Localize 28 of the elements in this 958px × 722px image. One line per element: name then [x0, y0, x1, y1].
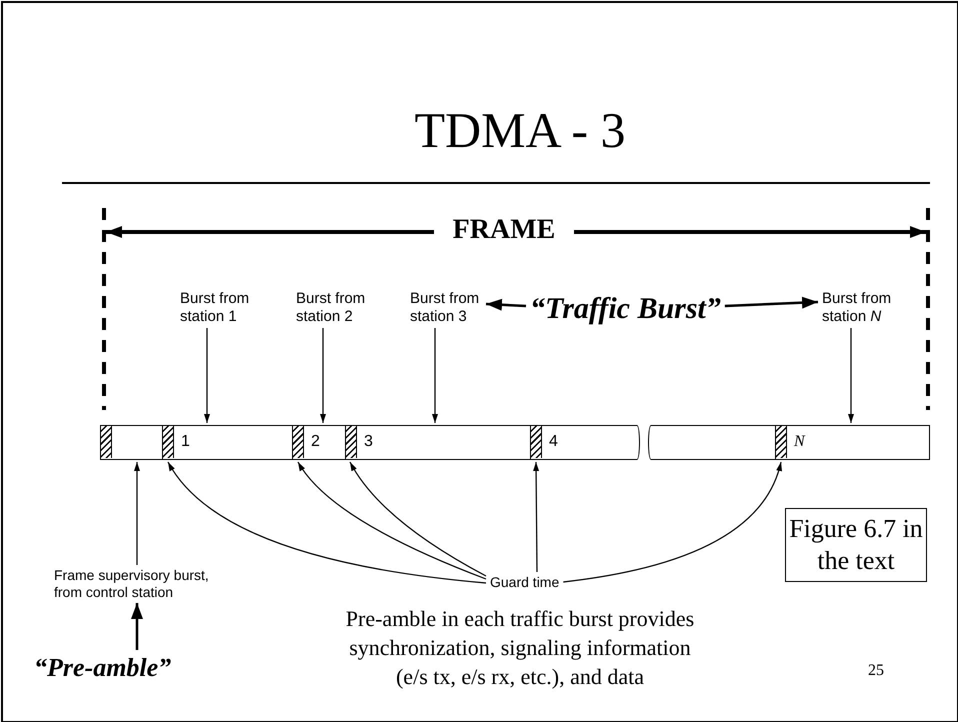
arrow: [168, 462, 486, 584]
caption-text: Pre-amble in each traffic burst provides synchronization, signaling information (e/s tx, e/s rx, etc.), and data: [344, 605, 696, 691]
burst-slot: [530, 425, 640, 460]
arrow: [724, 296, 818, 309]
burst-slot: [345, 425, 531, 460]
arrow: [204, 328, 210, 423]
slot-number: 2: [311, 433, 320, 451]
burst-slot: [775, 425, 930, 460]
arrow: [563, 462, 782, 583]
burst-slot: [292, 425, 346, 460]
dimension-label: FRAME: [452, 214, 556, 246]
slide-title: TDMA - 3: [413, 101, 627, 160]
slot-number: 3: [364, 433, 373, 451]
arrow: [848, 328, 854, 423]
arrow: [432, 328, 438, 423]
slot-number: 4: [549, 433, 558, 451]
arrow: [320, 328, 326, 423]
arrow: [134, 462, 140, 565]
arrow: [349, 462, 486, 577]
arrow: [131, 603, 143, 650]
arrow: [298, 462, 486, 580]
arrow: [486, 298, 526, 311]
burst-slot: [162, 425, 293, 460]
frame-slot: [100, 425, 163, 460]
slot-number: N: [794, 433, 805, 451]
page-number: 25: [868, 662, 885, 680]
slot-number: 1: [181, 433, 190, 451]
arrow: [533, 462, 540, 572]
